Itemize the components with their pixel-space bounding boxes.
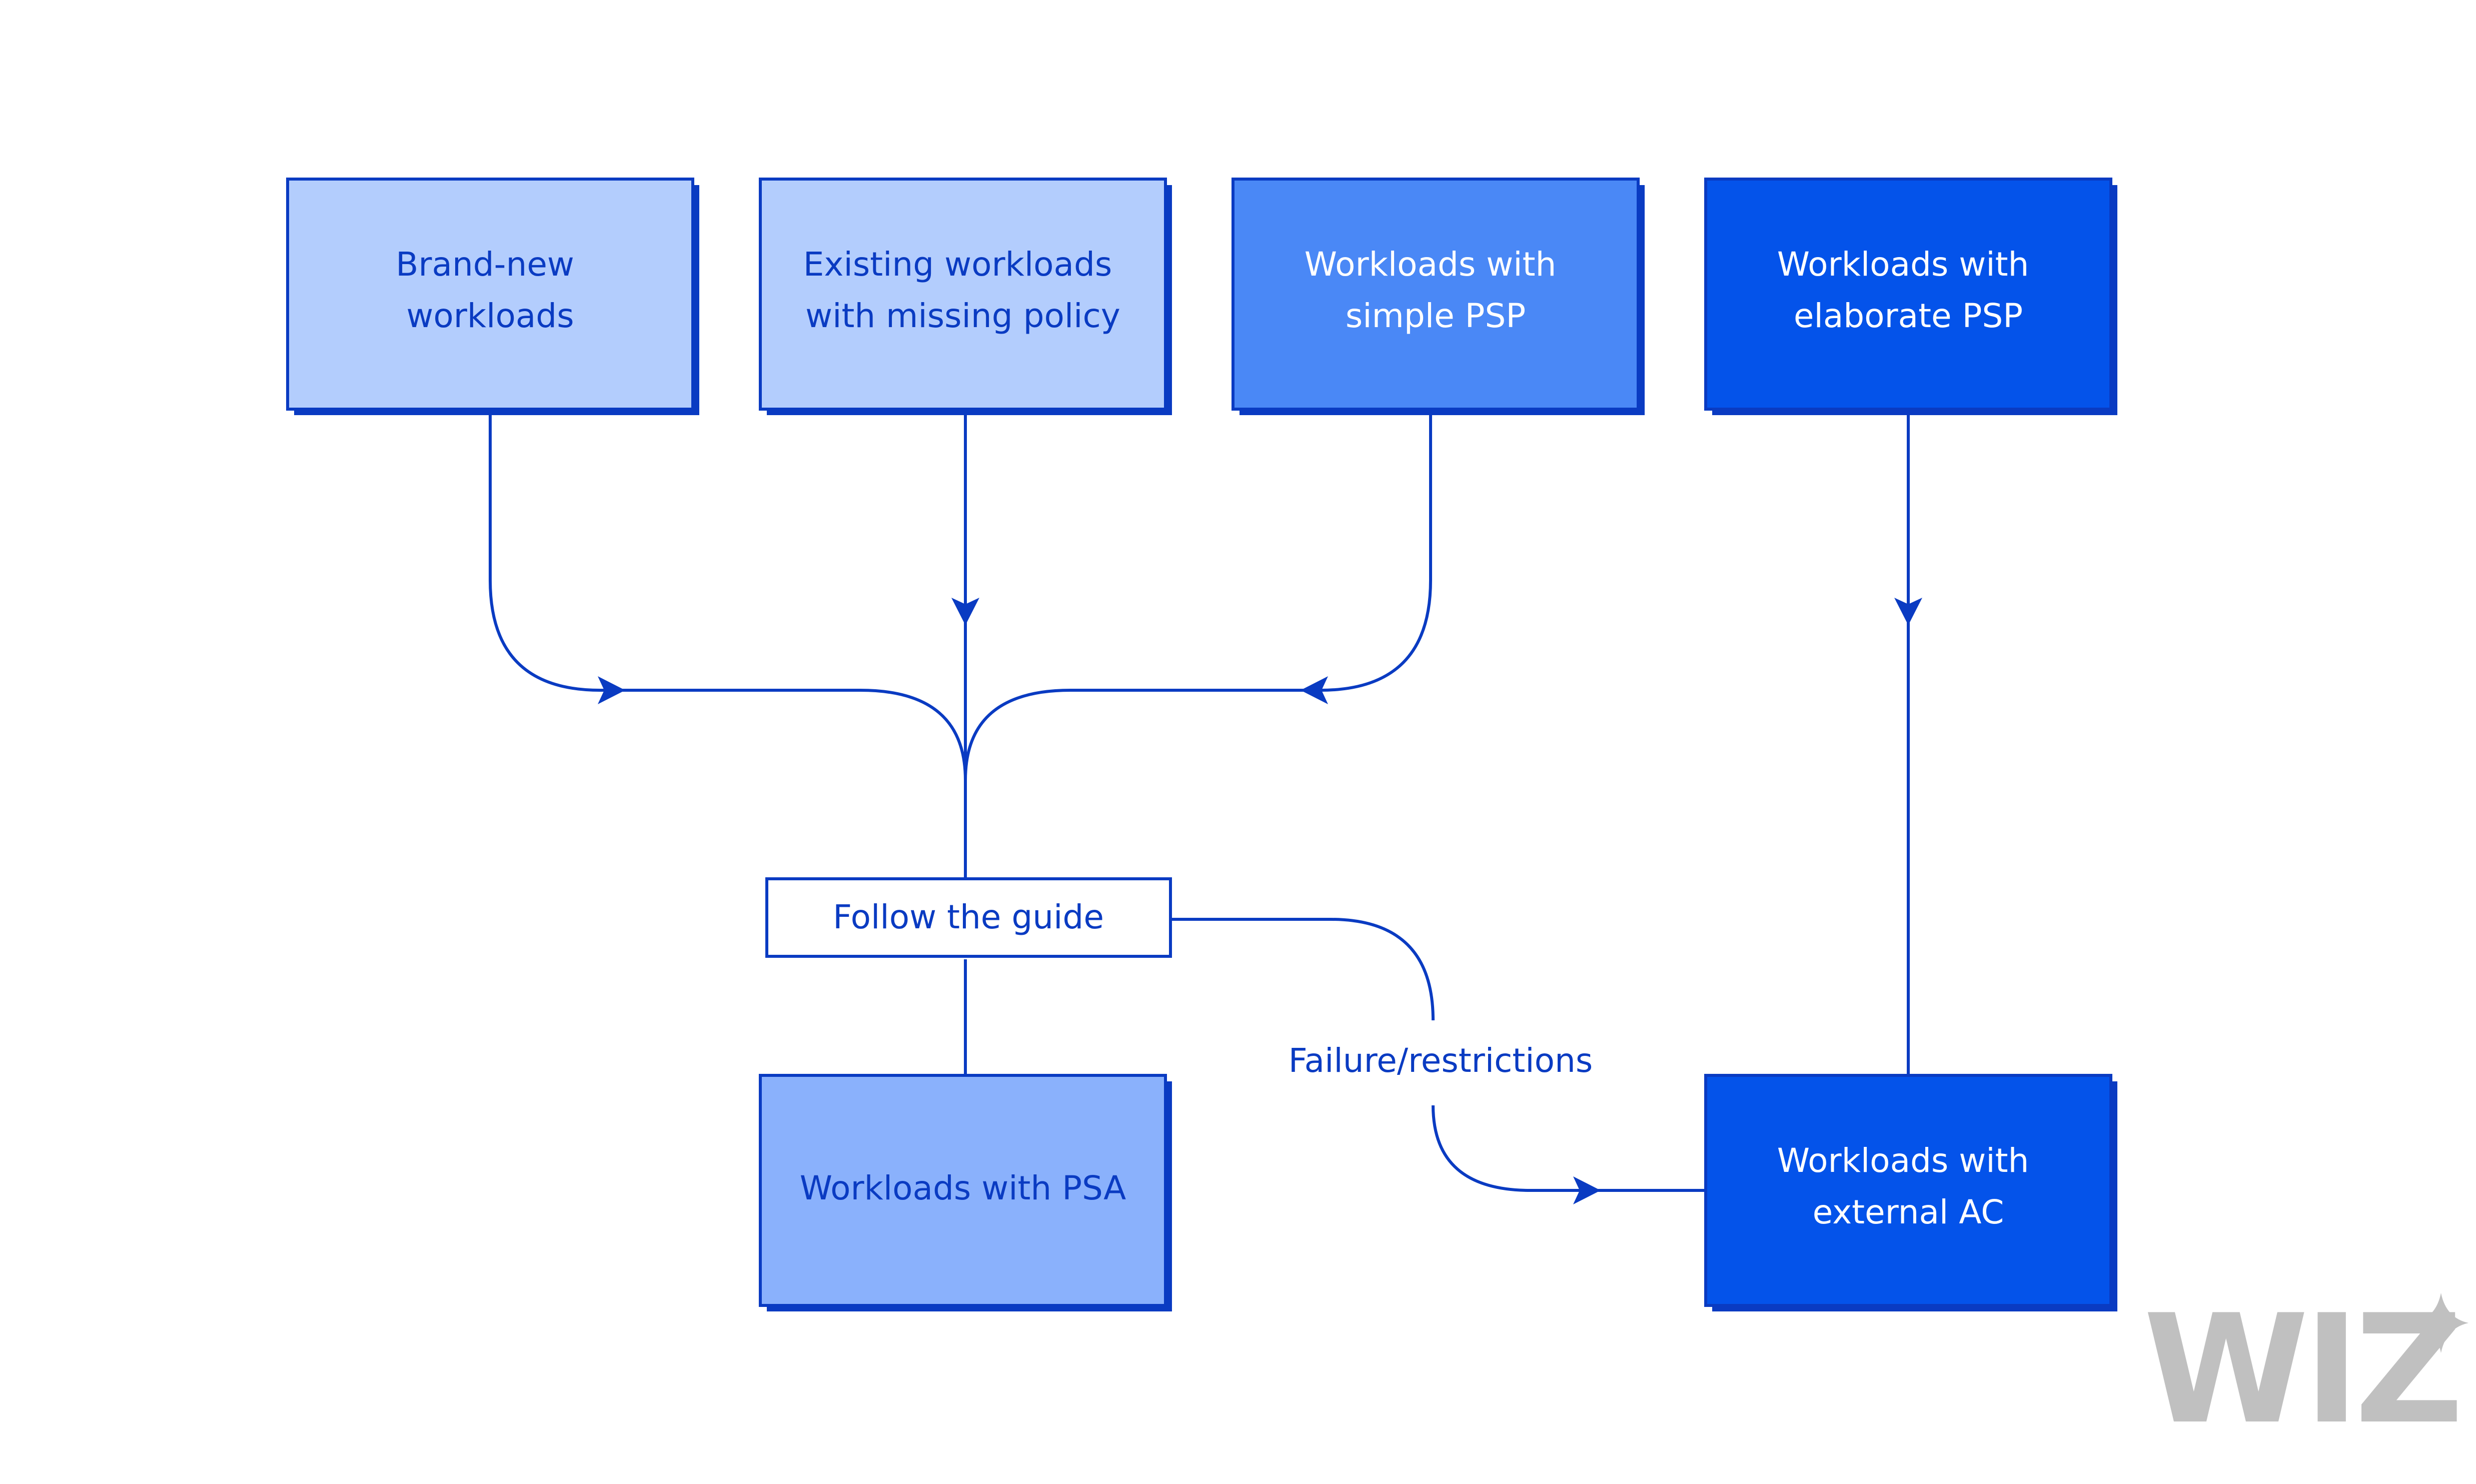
watermark-logo: WIZ (2143, 1282, 2468, 1457)
watermark-text: WIZ (2143, 1282, 2458, 1457)
node-elaborate-psp-line-1: Workloads with (1777, 245, 2029, 284)
node-external-ac: Workloads with external AC (1704, 1074, 2117, 1311)
node-psa: Workloads with PSA (759, 1074, 1172, 1311)
node-external-ac-line-1: Workloads with (1777, 1141, 2029, 1180)
node-simple-psp-line-2: simple PSP (1346, 297, 1526, 335)
edge-brand-new-continuation (625, 689, 967, 781)
arrowheads (598, 598, 1922, 1204)
node-brand-new-label: Brand-new workloads (396, 245, 585, 335)
arrowhead-existing (951, 598, 979, 625)
node-brand-new-line-2: workloads (406, 297, 574, 335)
edge-simple-psp-to-merge (1301, 415, 1432, 692)
node-existing-label: Existing workloads with missing policy (803, 245, 1123, 335)
node-elaborate-psp-line-2: elaborate PSP (1794, 297, 2023, 335)
failure-label: Failure/restrictions (1289, 1041, 1593, 1080)
node-elaborate-psp: Workloads with elaborate PSP (1704, 178, 2117, 415)
arrowhead-failure (1573, 1176, 1601, 1204)
arrowhead-brand-new (598, 676, 625, 704)
node-simple-psp-line-1: Workloads with (1305, 245, 1557, 284)
connectors (489, 415, 1910, 1192)
node-follow-guide-label: Follow the guide (833, 898, 1104, 936)
node-external-ac-label: Workloads with external AC (1777, 1141, 2040, 1231)
node-existing-line-2: with missing policy (805, 297, 1120, 335)
node-existing: Existing workloads with missing policy (759, 178, 1172, 415)
node-elaborate-psp-label: Workloads with elaborate PSP (1777, 245, 2040, 335)
edge-brand-new-to-merge (489, 415, 625, 692)
arrowhead-simple-psp (1301, 676, 1328, 704)
edge-guide-to-external-bottom (1432, 1105, 1706, 1192)
arrowhead-elaborate (1894, 598, 1922, 625)
edge-guide-to-external-top (1170, 918, 1435, 1021)
node-psa-label: Workloads with PSA (800, 1169, 1126, 1207)
edge-simple-psp-continuation (964, 689, 1301, 781)
sparkle-icon (2413, 1293, 2468, 1353)
node-brand-new-line-1: Brand-new (396, 245, 574, 284)
node-brand-new: Brand-new workloads (286, 178, 699, 415)
node-follow-guide: Follow the guide (765, 877, 1172, 958)
node-simple-psp: Workloads with simple PSP (1231, 178, 1645, 415)
node-existing-line-1: Existing workloads (803, 245, 1112, 284)
node-simple-psp-label: Workloads with simple PSP (1305, 245, 1567, 335)
node-external-ac-line-2: external AC (1813, 1193, 2004, 1231)
